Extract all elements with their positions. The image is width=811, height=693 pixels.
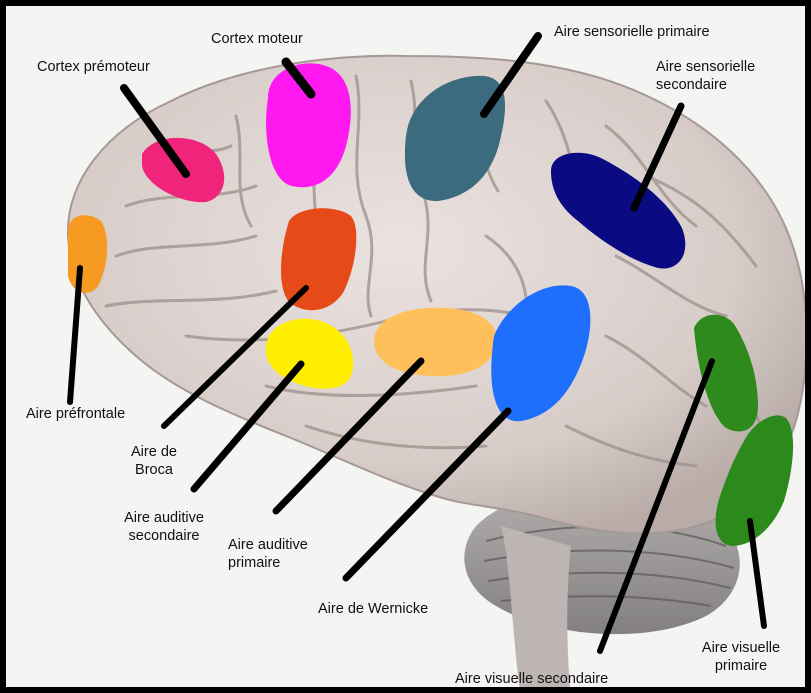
label-aire-sensorielle-primaire: Aire sensorielle primaire <box>554 23 710 41</box>
label-aire-visuelle-secondaire: Aire visuelle secondaire <box>455 670 608 688</box>
label-aire-sensorielle-secondaire-line1: Aire sensorielle <box>656 58 755 76</box>
label-aire-visuelle-primaire-line2: primaire <box>686 657 796 675</box>
label-aire-visuelle-primaire: Aire visuelle primaire <box>686 639 796 675</box>
label-aire-auditive-secondaire-line1: Aire auditive <box>109 509 219 527</box>
label-aire-sensorielle-secondaire-line2: secondaire <box>656 76 755 94</box>
label-cortex-premoteur: Cortex prémoteur <box>37 58 150 76</box>
brain-diagram <box>6 6 811 693</box>
label-aire-auditive-primaire-line1: Aire auditive <box>228 536 308 554</box>
label-aire-broca-line2: Broca <box>119 461 189 479</box>
label-aire-auditive-secondaire: Aire auditive secondaire <box>109 509 219 545</box>
label-aire-auditive-secondaire-line2: secondaire <box>109 527 219 545</box>
label-aire-auditive-primaire-line2: primaire <box>228 554 308 572</box>
label-aire-broca-line1: Aire de <box>119 443 189 461</box>
label-cortex-moteur: Cortex moteur <box>211 30 303 48</box>
aire-auditive-primaire-area[interactable] <box>374 308 497 376</box>
label-aire-wernicke: Aire de Wernicke <box>318 600 428 618</box>
label-aire-visuelle-primaire-line1: Aire visuelle <box>686 639 796 657</box>
label-aire-auditive-primaire: Aire auditive primaire <box>228 536 308 572</box>
label-aire-prefrontale: Aire préfrontale <box>26 405 125 423</box>
label-aire-sensorielle-secondaire: Aire sensorielle secondaire <box>656 58 755 94</box>
label-aire-broca: Aire de Broca <box>119 443 189 479</box>
